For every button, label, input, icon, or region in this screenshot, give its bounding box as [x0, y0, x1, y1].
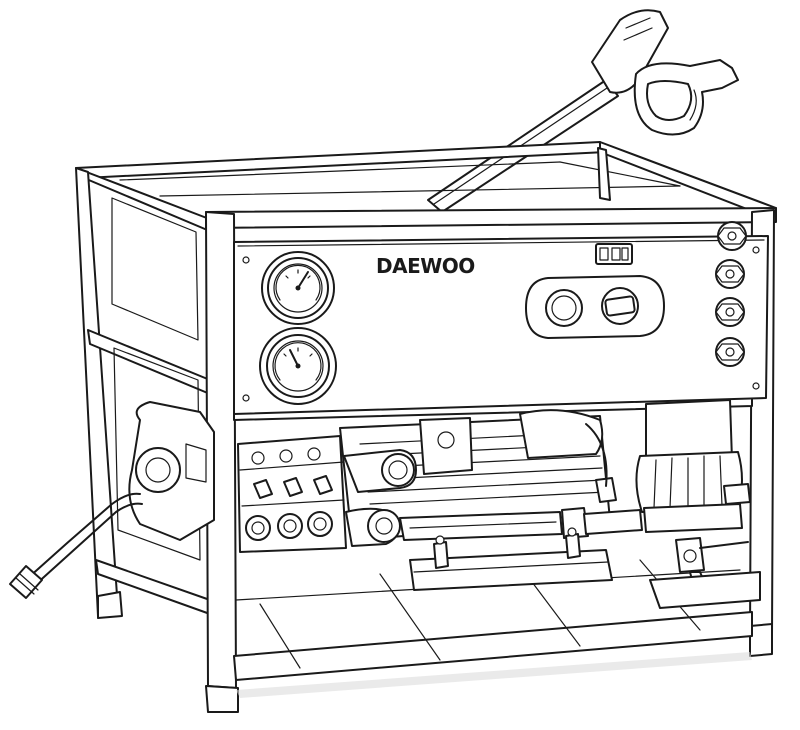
brand-logo: DAEWOO [376, 254, 475, 278]
outlet-fitting-3 [715, 297, 745, 327]
control-knob-plate [525, 275, 665, 339]
outlet-fitting-4 [715, 337, 745, 367]
outlet-fitting-1 [717, 221, 747, 251]
engine-base-mount [409, 527, 613, 591]
valve-assembly [649, 537, 761, 609]
main-pump [237, 435, 347, 553]
pressure-gauge-bottom [259, 327, 337, 405]
indicator-switch [595, 243, 633, 265]
filter-housing [635, 399, 751, 533]
engine [339, 409, 611, 541]
side-pump [128, 401, 215, 541]
pressure-gauge-top [261, 251, 335, 325]
outlet-fitting-2 [715, 259, 745, 289]
high-pressure-hose [9, 492, 143, 599]
